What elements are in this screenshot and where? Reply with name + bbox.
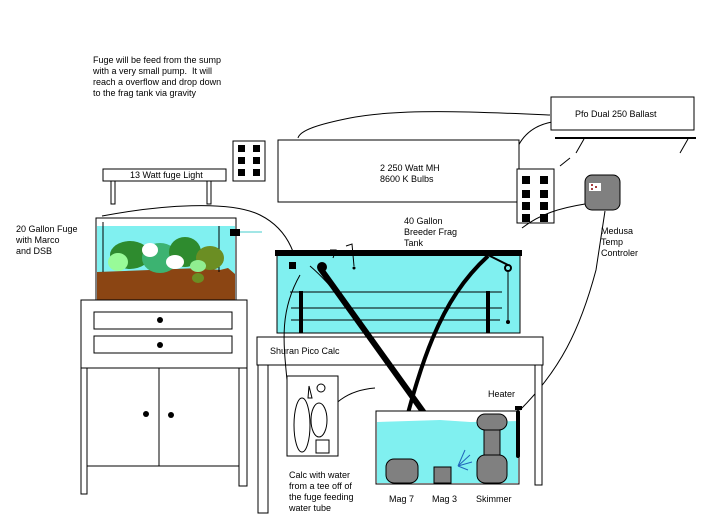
- ballast-label: Pfo Dual 250 Ballast: [575, 109, 657, 119]
- temp-controller-icon: [584, 174, 621, 211]
- fuge-light-leg: [206, 180, 212, 205]
- temp-controller-label: Medusa Temp Controler: [601, 226, 639, 258]
- shelf-bracket: [575, 138, 585, 154]
- power-strip-left-icon: [232, 140, 266, 182]
- mag7-pump-icon: [385, 458, 419, 484]
- skimmer-icon: [476, 413, 508, 484]
- ballast-cable: [297, 111, 551, 139]
- fuge-light-label: 13 Watt fuge Light: [130, 170, 203, 180]
- heater-cord: [519, 210, 606, 411]
- frag-tank-stand: [256, 336, 544, 514]
- fuge-light-leg: [110, 180, 116, 205]
- frag-tank-label: 40 Gallon Breeder Frag Tank: [404, 216, 458, 248]
- calc-stand-label: Shuran Pico Calc: [270, 346, 340, 356]
- mag7-label: Mag 7: [389, 494, 415, 504]
- ballast-box: [550, 96, 695, 131]
- calc-reactor-label: Calc with water from a tee off of the fu…: [289, 470, 354, 513]
- cord: [559, 157, 571, 167]
- fuge-light: [102, 168, 227, 182]
- heater-icon: [516, 410, 520, 458]
- halide-label: 2 250 Watt MH 8600 K Bulbs: [380, 163, 440, 184]
- skimmer-label: Skimmer: [476, 494, 512, 504]
- water-spray: [457, 449, 473, 471]
- halide-fixture: [277, 139, 520, 203]
- mag3-pump-icon: [433, 466, 452, 484]
- macro-algae: [108, 237, 224, 283]
- fuge-tank-label: 20 Gallon Fuge with Marco and DSB: [16, 224, 78, 256]
- power-strip-right-icon: [516, 168, 555, 224]
- calc-feed-line: [283, 274, 301, 381]
- calc-reactor: [286, 375, 339, 457]
- overflow-line: [309, 265, 431, 421]
- mag3-label: Mag 3: [432, 494, 458, 504]
- frag-tank: [275, 243, 522, 334]
- heater-label: Heater: [488, 389, 516, 399]
- shelf-bracket: [679, 138, 689, 154]
- controller-cord: [521, 203, 586, 229]
- note-text: Fuge will be feed from the sump with a v…: [93, 55, 222, 98]
- ballast-cable-2: [513, 121, 553, 159]
- heater-cap: [515, 406, 522, 410]
- fuge-cabinet: [80, 299, 248, 495]
- sump: [375, 406, 522, 485]
